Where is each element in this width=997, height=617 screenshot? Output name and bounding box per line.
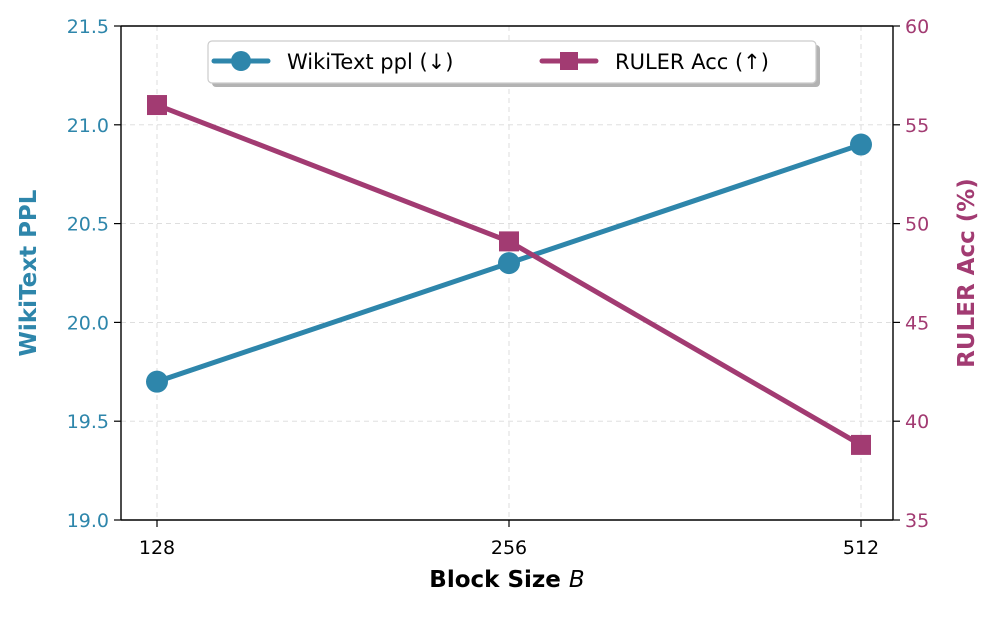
- legend-circle-marker: [231, 51, 251, 71]
- left-y-tick-label: 19.0: [67, 510, 109, 532]
- right-y-axis-ticks: 35 40 45 50 55 60: [893, 16, 929, 532]
- data-point-circle: [498, 252, 520, 275]
- legend-label: WikiText ppl (↓): [287, 50, 453, 74]
- left-y-tick-label: 21.0: [67, 115, 109, 137]
- series-wikitext-ppl: [146, 133, 872, 393]
- legend-box: [207, 40, 817, 84]
- data-point-square: [851, 434, 871, 455]
- axes-frame: [120, 25, 894, 521]
- right-y-tick-label: 35: [905, 510, 929, 532]
- x-axis-label-text: Block Size: [429, 567, 561, 593]
- series-layer: [146, 95, 872, 455]
- x-axis-label-variable: B: [569, 567, 585, 593]
- right-y-tick-label: 60: [905, 16, 929, 38]
- legend-entry: RULER Acc (↑): [539, 50, 769, 74]
- right-y-tick-label: 50: [905, 214, 929, 236]
- data-point-square: [499, 231, 519, 252]
- legend: WikiText ppl (↓) RULER Acc (↑): [207, 40, 817, 84]
- left-y-axis-ticks: 19.0 19.5 20.0 20.5 21.0 21.5: [67, 16, 121, 532]
- legend-items: WikiText ppl (↓) RULER Acc (↑): [211, 50, 769, 74]
- data-point-circle: [146, 370, 168, 393]
- x-tick-label: 256: [491, 537, 527, 559]
- legend-entry: WikiText ppl (↓): [211, 50, 453, 74]
- grid-lines: [121, 26, 893, 520]
- legend-label: RULER Acc (↑): [615, 50, 769, 74]
- legend-square-marker: [560, 52, 578, 70]
- left-y-tick-label: 21.5: [67, 16, 109, 38]
- left-y-tick-label: 20.0: [67, 312, 109, 334]
- x-tick-label: 512: [843, 537, 879, 559]
- x-tick-label: 128: [139, 537, 175, 559]
- series-ruler-acc: [147, 95, 871, 455]
- right-y-tick-label: 40: [905, 411, 929, 433]
- data-point-circle: [850, 133, 872, 156]
- left-y-axis-label: WikiText PPL: [16, 189, 42, 356]
- left-y-tick-label: 19.5: [67, 411, 109, 433]
- right-y-tick-label: 55: [905, 115, 929, 137]
- x-axis-label: Block Size B: [429, 567, 584, 593]
- right-y-axis-label: RULER Acc (%): [954, 178, 980, 368]
- right-y-tick-label: 45: [905, 312, 929, 334]
- x-axis-label-space: [561, 567, 569, 593]
- data-point-square: [147, 95, 167, 116]
- x-axis-ticks: 128 256 512: [139, 520, 879, 559]
- left-y-tick-label: 20.5: [67, 214, 109, 236]
